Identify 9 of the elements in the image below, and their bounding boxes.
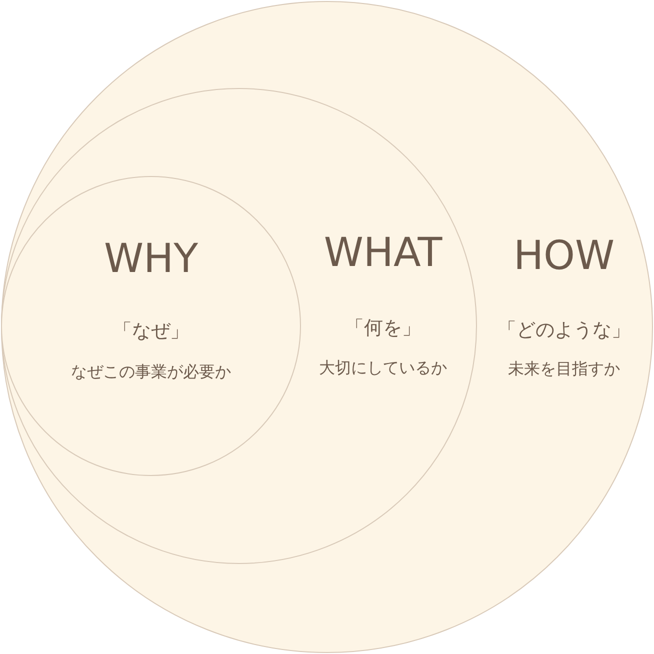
heading: WHAT bbox=[324, 230, 442, 276]
heading: HOW bbox=[513, 233, 615, 279]
description: 未来を目指すか bbox=[508, 360, 620, 378]
description: 大切にしているか bbox=[319, 358, 447, 378]
subheading: 「どのような」 bbox=[498, 320, 630, 342]
subheading: 「なぜ」 bbox=[113, 321, 189, 343]
heading: WHY bbox=[104, 236, 198, 282]
description: なぜこの事業が必要か bbox=[71, 362, 231, 382]
subheading: 「何を」 bbox=[345, 318, 421, 340]
